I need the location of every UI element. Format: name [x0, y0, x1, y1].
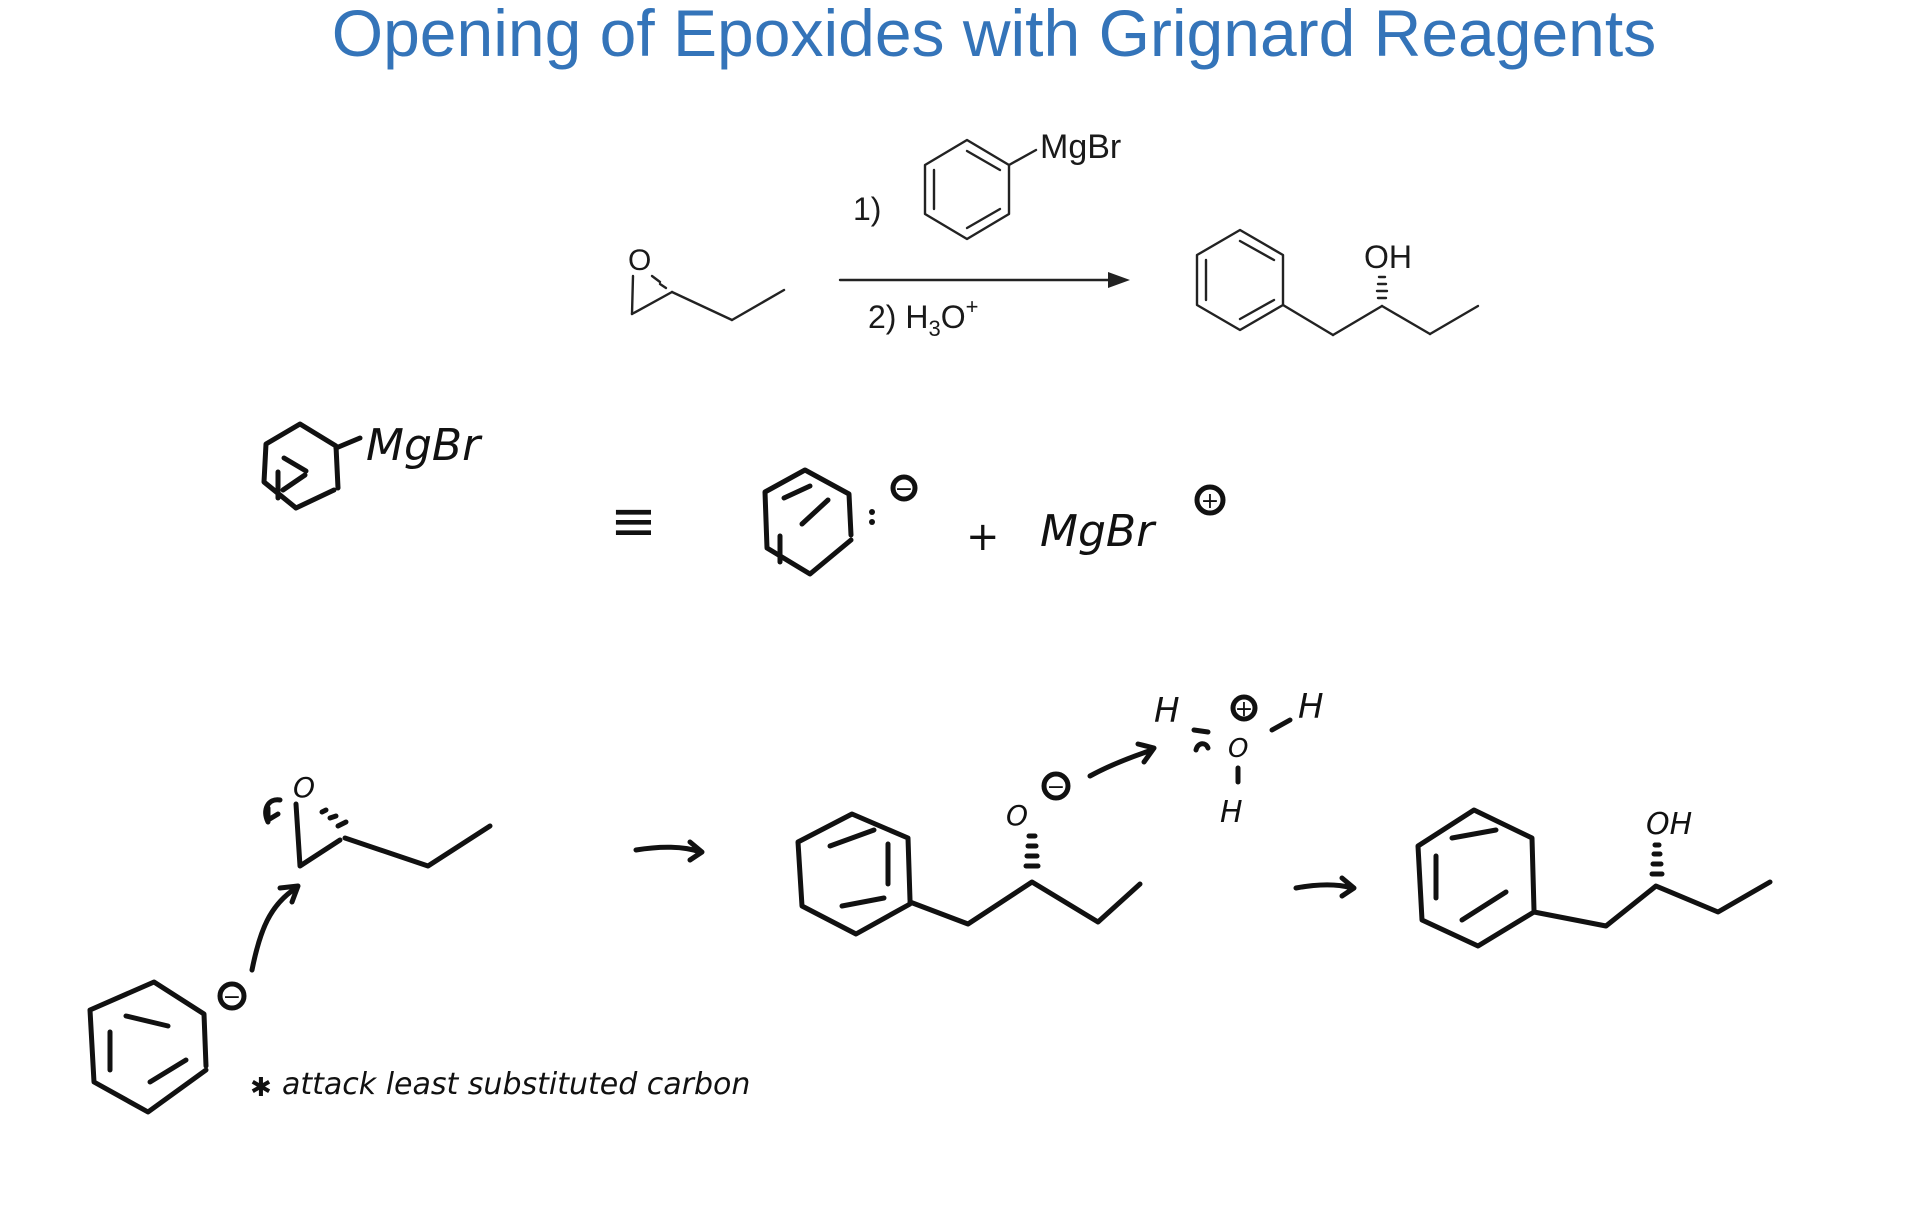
product-oh-label: OH — [1364, 239, 1412, 275]
mechanism-epoxide: O — [263, 771, 493, 869]
mechanism-final-product: OH — [1415, 807, 1773, 949]
nucleophilic-attack-arrow — [249, 885, 299, 973]
product-alcohol: OH — [1195, 228, 1480, 337]
equivalent-symbol: ≡ — [610, 489, 657, 554]
hydronium-h-right: H — [1298, 687, 1324, 727]
step2-label: 2) H3O+ — [868, 294, 978, 341]
regioselectivity-note: ✱ attack least substituted carbon — [250, 1067, 750, 1103]
cation-mgbr-label: MgBr — [1040, 506, 1157, 557]
mgbr-cation: MgBr + — [1040, 484, 1226, 557]
mechanism-phenyl-anion: − — [87, 883, 301, 1115]
handdrawn-mgbr-label: MgBr — [366, 420, 483, 471]
hydronium-ion: H H O H + — [1154, 687, 1324, 830]
anion-charge-circle — [890, 474, 918, 502]
alkoxide-charge: − — [1047, 775, 1065, 800]
proton-transfer-arrow — [1087, 747, 1155, 779]
mechanism-phenyl-charge-circle — [217, 981, 247, 1011]
hydronium-charge-circle — [1230, 694, 1258, 722]
reaction-arrow — [838, 272, 1130, 288]
mechanism-arrow-2 — [1293, 875, 1357, 899]
cation-charge: + — [1201, 489, 1219, 514]
phenyl-grignard-reagent: 1) MgBr — [853, 128, 1121, 241]
alkoxide-charge-circle — [1041, 771, 1071, 801]
hydronium-oxygen: O — [1228, 734, 1248, 764]
cation-charge-circle — [1194, 484, 1226, 516]
reagent-mgbr-label: MgBr — [1040, 128, 1121, 166]
mechanism-phenyl-charge: − — [223, 985, 241, 1010]
alkoxide-oxygen: O — [1006, 799, 1028, 832]
slide-title: Opening of Epoxides with Grignard Reagen… — [331, 0, 1657, 70]
mechanism-epoxide-oxygen: O — [293, 771, 315, 804]
step1-label: 1) — [853, 191, 881, 227]
mechanism: O − — [87, 687, 1773, 1115]
hydronium-h-left: H — [1154, 691, 1180, 731]
grignard-equivalence: MgBr ≡ − + MgBr + — [261, 420, 1226, 577]
plus-sign: + — [966, 514, 1000, 560]
final-product-oh: OH — [1646, 807, 1692, 842]
hydronium-charge: + — [1235, 697, 1253, 722]
phenyl-anion: − — [762, 467, 918, 577]
starting-epoxide: O — [628, 244, 786, 322]
alkoxide-intermediate: O − — [795, 741, 1157, 937]
anion-charge: − — [895, 477, 913, 502]
mechanism-arrow-1 — [633, 839, 705, 863]
handdrawn-phenyl-mgbr: MgBr — [261, 420, 483, 511]
note-text: attack least substituted carbon — [282, 1067, 750, 1102]
typed-reaction-scheme: O 1) MgBr — [628, 128, 1480, 341]
hydronium-h-bottom: H — [1220, 795, 1243, 830]
epoxide-oxygen-label: O — [628, 244, 651, 277]
note-star: ✱ — [250, 1073, 272, 1103]
